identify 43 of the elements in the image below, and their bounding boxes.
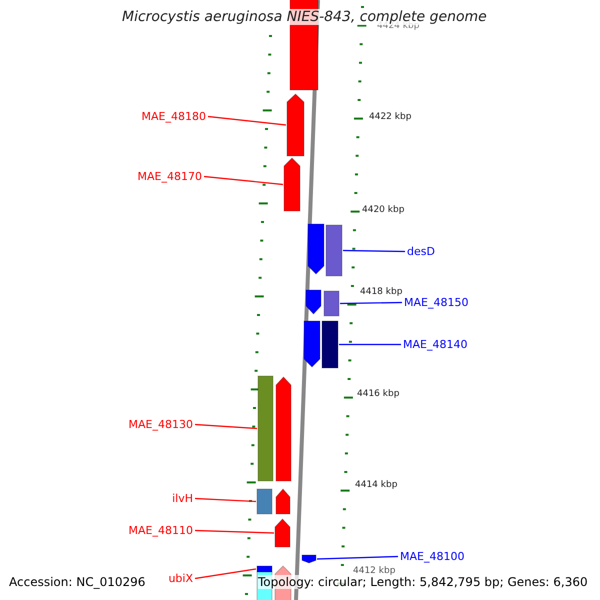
gene-label: ubiX [168,572,193,585]
gene-bar [326,225,342,276]
gene-label: MAE_48170 [138,170,202,183]
kbp-label: 4414 kbp [355,480,398,490]
gene-feature [302,555,316,563]
leader-line [194,424,258,430]
kbp-label: 4422 kbp [369,112,412,122]
leader-line [339,344,401,346]
leader-line [194,568,256,580]
gene-label: MAE_48150 [404,296,468,309]
gene-bar [258,376,273,481]
gene-feature [284,158,300,211]
gene-feature [304,321,320,367]
gene-feature [287,94,304,156]
gene-bar [322,321,338,368]
gene-label: MAE_48100 [400,550,464,563]
leader-line [340,302,402,304]
leader-line [194,498,256,502]
gene-label: MAE_48110 [128,524,193,537]
gene-label: MAE_48130 [128,418,193,431]
accession-text: Accession: NC_010296 [9,575,146,589]
gene-feature [276,377,291,481]
topology-text: Topology: circular; Length: 5,842,795 bp; Genes: 6,360 [258,575,588,589]
gene-label: desD [407,245,435,258]
leader-line [204,176,284,186]
gene-bar [324,291,339,316]
gene-bar [257,489,272,514]
kbp-label: 4412 kbp [353,566,396,576]
kbp-label: 4418 kbp [360,287,402,297]
gene-feature [275,519,290,547]
gene-feature [308,224,324,274]
gene-label: ilvH [172,492,193,505]
kbp-label: 4420 kbp [362,205,404,215]
gene-feature [306,290,321,314]
leader-line [194,530,274,534]
gene-bar [257,566,272,572]
leader-line [342,250,406,252]
kbp-label: 4416 kbp [357,389,400,399]
gene-label: MAE_48180 [142,110,206,123]
leader-line [316,556,398,560]
gene-label: MAE_48140 [403,338,468,351]
gene-feature [276,489,290,514]
leader-line [208,116,286,126]
